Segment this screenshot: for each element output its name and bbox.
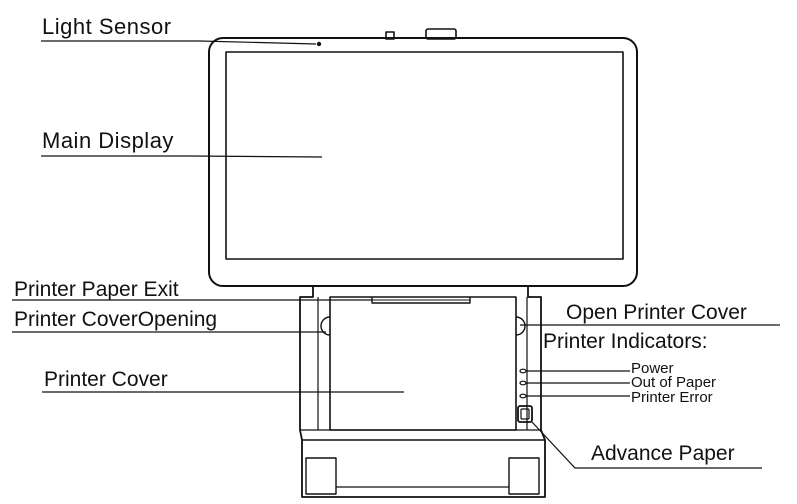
- light-sensor-icon: [316, 41, 322, 47]
- leader-advance-paper: [531, 421, 762, 469]
- label-open-printer-cover: Open Printer Cover: [566, 301, 747, 324]
- leader-main-display: [41, 155, 323, 158]
- power-led-icon: [519, 368, 527, 374]
- foot-left: [305, 457, 337, 495]
- leader-light-sensor: [41, 40, 317, 45]
- label-advance-paper: Advance Paper: [591, 442, 735, 465]
- label-printer-indicators: Printer Indicators:: [543, 330, 708, 353]
- printer-body: [299, 287, 546, 498]
- printer-cover-panel: [329, 296, 517, 431]
- printer-error-led-icon: [519, 393, 527, 399]
- label-indicator-power: Power: [631, 360, 674, 377]
- label-indicator-printer-error: Printer Error: [631, 389, 713, 406]
- label-printer-paper-exit: Printer Paper Exit: [14, 278, 179, 301]
- out-of-paper-led-icon: [519, 380, 527, 386]
- cover-opening-right-notch: [515, 316, 526, 336]
- tablet-frame: [208, 37, 638, 287]
- foot-right: [508, 457, 540, 495]
- advance-paper-button-icon: [517, 405, 533, 423]
- label-light-sensor: Light Sensor: [42, 14, 172, 39]
- label-printer-cover-opening: Printer CoverOpening: [14, 308, 218, 331]
- main-display-screen: [225, 51, 624, 260]
- cover-opening-left-notch: [320, 316, 331, 336]
- label-main-display: Main Display: [42, 128, 174, 153]
- label-printer-cover: Printer Cover: [44, 368, 168, 391]
- label-indicator-out-of-paper: Out of Paper: [631, 374, 717, 391]
